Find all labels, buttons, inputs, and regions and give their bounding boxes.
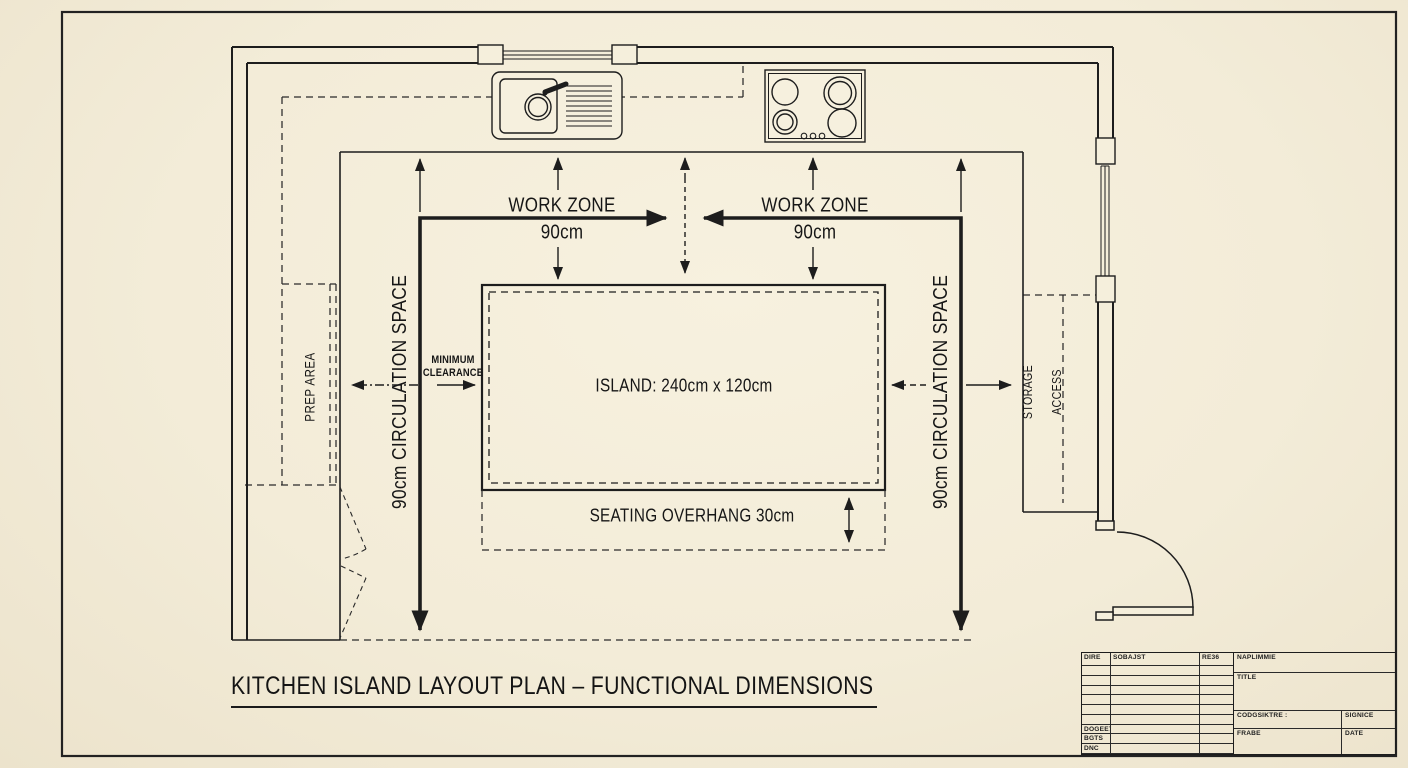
title-block-consulting-cell: CODGSIKTRE : xyxy=(1234,711,1342,728)
title-block-frame-cell: FRABE xyxy=(1234,729,1342,754)
storage-access-line2: ACCESS xyxy=(1050,369,1065,415)
island-label: ISLAND: 240cm x 120cm xyxy=(595,375,773,396)
title-block-cell xyxy=(1111,744,1200,754)
title-block-cell xyxy=(1200,676,1233,686)
page-border xyxy=(60,10,1398,758)
sheet-title: KITCHEN ISLAND LAYOUT PLAN – FUNCTIONAL … xyxy=(231,672,877,708)
work-zone-left-value: 90cm xyxy=(540,221,584,244)
title-block-cell xyxy=(1200,695,1233,706)
title-block-cell xyxy=(1200,715,1233,725)
title-block-info: NAPLIMMIE TITLE CODGSIKTRE : SIGNICE FRA… xyxy=(1234,653,1395,754)
window-right xyxy=(1095,137,1116,303)
title-block-cell: DNC xyxy=(1082,744,1111,754)
title-block-consulting-row: CODGSIKTRE : SIGNICE xyxy=(1234,711,1395,729)
window-top xyxy=(477,44,638,65)
thick-dimension-lines xyxy=(411,209,970,632)
title-block-cell xyxy=(1082,675,1111,686)
title-block-cell: DOGEE7 xyxy=(1082,724,1111,735)
title-block-header-cell: RE36 xyxy=(1200,653,1233,666)
title-block-cell: BGTS xyxy=(1082,734,1111,745)
title-block-cell xyxy=(1111,666,1200,676)
title-block-cell xyxy=(1200,686,1233,696)
sink-fixture xyxy=(491,71,623,140)
title-block-cell xyxy=(1111,724,1200,735)
title-block-cell xyxy=(1111,685,1200,696)
seating-overhang-label: SEATING OVERHANG 30cm xyxy=(589,505,795,526)
cooktop-fixture xyxy=(764,69,866,143)
title-block-title-cell: TITLE xyxy=(1234,673,1395,711)
title-block-cell xyxy=(1082,705,1111,715)
work-zone-left-label: WORK ZONE xyxy=(508,194,616,217)
title-block-firm-cell: NAPLIMMIE xyxy=(1234,653,1395,673)
prep-area-label: PREP AREA xyxy=(302,352,318,422)
minimum-clearance-line2: CLEARANCE xyxy=(422,367,484,379)
counter-edges xyxy=(232,151,1098,641)
dashed-counter-lines xyxy=(245,63,1098,503)
title-block-header-cell: DIRE xyxy=(1082,653,1111,666)
title-block-cell xyxy=(1082,685,1111,696)
title-block: DIRE SOBAJST RE36 DOGEE7 BGTS DNC NAPLIM… xyxy=(1081,652,1396,755)
title-block-cell xyxy=(1200,705,1233,715)
title-block-cell xyxy=(1111,675,1200,686)
title-block-cell xyxy=(1111,714,1200,725)
title-block-header-cell: SOBAJST xyxy=(1111,653,1200,666)
title-block-cell xyxy=(1200,734,1233,745)
title-block-cell xyxy=(1082,666,1111,676)
door-symbol xyxy=(1095,520,1194,621)
title-block-date-cell: DATE xyxy=(1345,730,1364,737)
cabinet-swing-dashes xyxy=(339,486,367,639)
title-block-cell xyxy=(1082,695,1111,706)
title-block-cell xyxy=(1111,734,1200,745)
work-zone-right-label: WORK ZONE xyxy=(761,194,869,217)
minimum-clearance-line1: MINIMUM xyxy=(431,353,475,366)
title-block-cell xyxy=(1082,714,1111,725)
title-block-cell xyxy=(1111,695,1200,706)
title-block-frame-row: FRABE DATE xyxy=(1234,729,1395,754)
title-block-revision-table: DIRE SOBAJST RE36 DOGEE7 BGTS DNC xyxy=(1082,653,1234,754)
storage-access-label: STORAGE ACCESS xyxy=(1006,365,1080,419)
minimum-clearance-label: MINIMUM CLEARANCE xyxy=(423,354,483,380)
walls xyxy=(231,46,1114,640)
title-block-cell xyxy=(1200,744,1233,754)
title-block-cell xyxy=(1200,725,1233,735)
work-zone-right-value: 90cm xyxy=(793,221,837,244)
storage-access-line1: STORAGE xyxy=(1020,364,1035,420)
circulation-right-label: 90cm CIRCULATION SPACE xyxy=(929,274,952,510)
circulation-left-label: 90cm CIRCULATION SPACE xyxy=(388,274,411,510)
thin-dimension-arrows xyxy=(351,157,1012,543)
title-block-cell xyxy=(1111,705,1200,715)
title-block-service-cell: SIGNICE xyxy=(1345,712,1374,719)
title-block-cell xyxy=(1200,666,1233,676)
